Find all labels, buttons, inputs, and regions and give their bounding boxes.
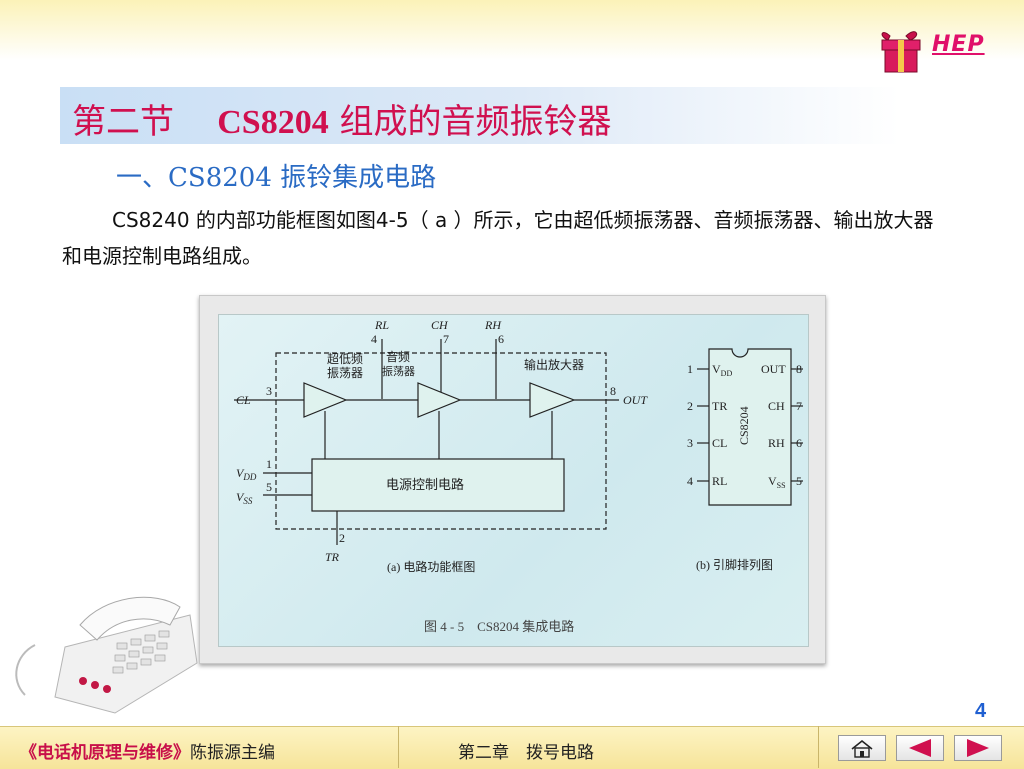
- chip-pin-3-label: CL: [712, 436, 727, 450]
- footer-book-editor: 陈振源主编: [190, 743, 275, 763]
- figure-frame: RL 4 CH 7 RH 6 超低频 振荡器 音频 振荡器 输出放大器 CL 3…: [199, 295, 826, 664]
- chip-pin-7-label: CH: [768, 399, 785, 413]
- subtitle: 一、CS8204 振铃集成电路: [116, 163, 437, 193]
- audio-oscillator-amp: [417, 382, 462, 418]
- chip-pin-1-num: 1: [687, 362, 693, 376]
- chip-pin-5-num: 5: [796, 474, 802, 488]
- section-title-number: 第二节: [72, 102, 174, 142]
- pin-ch-label: CH: [431, 318, 449, 332]
- pin-vss-label: VSS: [236, 490, 253, 506]
- body-paragraph: CS8240 的内部功能框图如图4-5（ a ）所示，它由超低频振荡器、音频振荡…: [62, 208, 934, 268]
- footer-book-title: 《电话机原理与维修》: [20, 743, 190, 763]
- pin-rh-num: 6: [498, 332, 504, 346]
- pin-vdd-num: 1: [266, 457, 272, 471]
- pin-rh-label: RH: [484, 318, 502, 332]
- section-title: 第二节 CS8204 组成的音频振铃器: [72, 94, 612, 143]
- pin-ch-num: 7: [443, 332, 449, 346]
- pin-rl-label: RL: [374, 318, 389, 332]
- block-audio-label: 音频: [386, 349, 410, 364]
- pin-vdd-label: VDD: [236, 466, 257, 482]
- block-ulf-label-2: 振荡器: [327, 366, 363, 380]
- next-slide-button[interactable]: [954, 735, 1002, 761]
- hep-logo-text: HEP: [932, 32, 985, 57]
- chip-pin-6-label: RH: [768, 436, 785, 450]
- telephone-illustration: [15, 596, 198, 714]
- gift-box-icon: [881, 31, 921, 73]
- output-amplifier: [529, 382, 576, 418]
- triangle-left-icon: [909, 739, 931, 757]
- footer-chapter: 第二章 拨号电路: [458, 743, 594, 763]
- chip-name-label: CS8204: [737, 406, 751, 445]
- footer-divider: [818, 726, 819, 768]
- chip-pin-1-label: VDD: [712, 362, 732, 378]
- caption-a: (a) 电路功能框图: [387, 559, 475, 574]
- chip-pin-4-num: 4: [687, 474, 693, 488]
- chip-pin-4-label: RL: [712, 474, 727, 488]
- footer-book: 《电话机原理与维修》陈振源主编: [20, 738, 275, 763]
- triangle-right-icon: [967, 739, 989, 757]
- pin-vss-num: 5: [266, 480, 272, 494]
- home-button[interactable]: [838, 735, 886, 761]
- figure-caption: 图 4 - 5 CS8204 集成电路: [424, 619, 574, 634]
- pin-tr-num: 2: [339, 531, 345, 545]
- page-number: 4: [975, 700, 987, 722]
- chip-pin-7-num: 7: [796, 399, 802, 413]
- section-title-text: 组成的音频振铃器: [339, 102, 612, 142]
- cs8204-diagram: RL 4 CH 7 RH 6 超低频 振荡器 音频 振荡器 输出放大器 CL 3…: [234, 318, 803, 634]
- figure-panel: RL 4 CH 7 RH 6 超低频 振荡器 音频 振荡器 输出放大器 CL 3…: [218, 314, 809, 647]
- prev-slide-button[interactable]: [896, 735, 944, 761]
- home-icon: [851, 739, 873, 758]
- chip-pin-2-num: 2: [687, 399, 693, 413]
- block-audio-label-2: 振荡器: [382, 364, 415, 378]
- block-output-label: 输出放大器: [524, 357, 584, 372]
- block-ulf-label: 超低频: [327, 351, 363, 366]
- chip-pin-6-num: 6: [796, 436, 802, 450]
- pin-cl-label: CL: [236, 393, 251, 407]
- chip-pinout: [697, 348, 803, 506]
- pin-out-num: 8: [610, 384, 616, 398]
- hep-logo: HEP: [876, 26, 1006, 74]
- chip-pin-2-label: TR: [712, 399, 727, 413]
- pin-out-label: OUT: [623, 393, 648, 407]
- ulf-oscillator-amp: [303, 382, 348, 418]
- pin-cl-num: 3: [266, 384, 272, 398]
- chip-pin-3-num: 3: [687, 436, 693, 450]
- pin-tr-label: TR: [325, 550, 340, 564]
- footer-divider: [398, 726, 399, 768]
- chip-pin-8-num: 8: [796, 362, 802, 376]
- pin-rl-num: 4: [371, 332, 377, 346]
- title-bar: [60, 87, 900, 144]
- power-block-label: 电源控制电路: [386, 477, 464, 492]
- caption-b: (b) 引脚排列图: [696, 557, 773, 572]
- chip-pin-8-label: OUT: [761, 362, 786, 376]
- chip-pin-5-label: VSS: [768, 474, 786, 490]
- top-gradient-band: [0, 0, 1024, 60]
- power-control-block: [311, 458, 565, 512]
- section-title-chip: CS8204: [217, 104, 329, 141]
